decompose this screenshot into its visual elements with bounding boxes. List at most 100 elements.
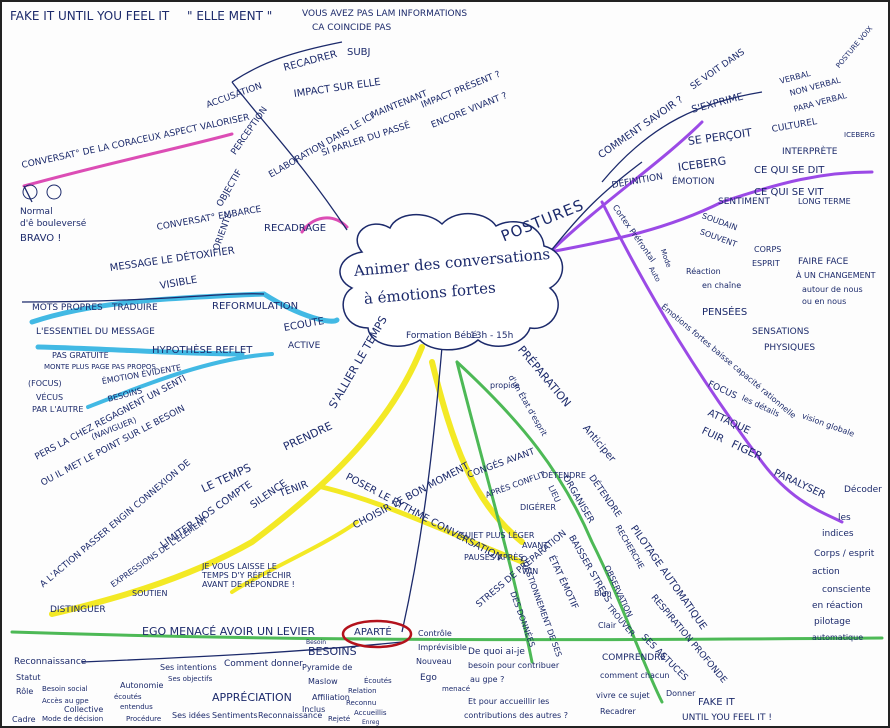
r-consciente: consciente: [822, 585, 871, 595]
r-iceberg-2: ICEBERG: [844, 131, 875, 139]
b-mode-decision: Mode de décision: [42, 715, 104, 723]
r-ce-qui-dit: CE QUI SE DIT: [754, 165, 825, 176]
tl-subj: SUBJ: [347, 47, 371, 58]
g-bien: Bien: [594, 589, 612, 598]
left-hypothese: HYPOTHÈSE REFLET: [152, 345, 253, 356]
g-controle: Contrôle: [418, 629, 452, 638]
r-indices: indices: [822, 529, 854, 539]
face-icon: [22, 184, 38, 200]
g-comprendre: COMPRENDRE: [602, 653, 667, 663]
r-pensees: PENSÉES: [702, 307, 748, 318]
g-comment-chacun: comment chacun: [600, 671, 670, 680]
header-quote: " ELLE MENT ": [187, 9, 273, 23]
left-monte: MONTE PLUS PAGE PAS PROPOS: [44, 363, 156, 371]
r-autour: autour de nous: [802, 285, 863, 294]
y-laisse-temps: JE VOUS LAISSE LE TEMPS D'Y RÉFLÉCHIR AV…: [202, 562, 295, 590]
r-sensations: SENSATIONS: [752, 327, 810, 337]
r-long-terme: LONG TERME: [798, 197, 851, 206]
cyan-highlight-3: [86, 352, 274, 409]
green-highlight-2: [455, 360, 534, 664]
g-contributions: contributions des autres ?: [464, 711, 569, 720]
left-vecus: VÉCUS: [36, 393, 64, 402]
b-besoins: BESOINS: [308, 645, 357, 658]
left-traduire: TRADUIRE: [112, 303, 158, 313]
center-formation: Formation Bébé: [406, 331, 478, 341]
y-soutien: SOUTIEN: [132, 589, 168, 598]
tl-recadrage: RECADRAGE: [264, 223, 327, 234]
header-arrow-text: VOUS AVEZ PAS LAM INFORMATIONS: [302, 9, 468, 19]
center-cloud: [339, 212, 564, 351]
b-accueillis: Accueillis: [354, 709, 387, 717]
b-reconnu: Reconnu: [346, 699, 377, 707]
r-reaction: Réaction: [686, 267, 721, 276]
g-until: UNTIL YOU FEEL IT !: [682, 713, 772, 723]
b-idees: Ses idées: [172, 711, 211, 720]
pink-highlight: [22, 132, 234, 188]
g-nouveau: Nouveau: [416, 657, 452, 666]
r-en-nous: ou en nous: [802, 297, 847, 306]
yellow-highlight-4: [230, 520, 359, 594]
g-imprevisible: Imprévisible: [418, 643, 467, 652]
r-en-reaction: en réaction: [812, 601, 863, 611]
g-vivre-sujet: vivre ce sujet: [596, 691, 650, 700]
r-emotion: ÉMOTION: [672, 177, 715, 187]
tl-bouleverse: d'ê bouleversé: [20, 219, 87, 229]
b-rejete: Rejeté: [328, 715, 351, 723]
left-mots-propres: MOTS PROPRES: [32, 303, 103, 313]
g-ego: Ego: [420, 673, 437, 683]
y-digerer: DIGÉRER: [520, 503, 556, 512]
y-pauses: PAUSES APRÈS: [464, 553, 524, 562]
b-besoin-social: Besoin social: [42, 685, 88, 693]
y-distinguer: DISTINGUER: [50, 605, 106, 615]
cyan-highlight-2: [35, 344, 245, 357]
g-besoin-contribuer: besoin pour contribuer: [468, 661, 560, 670]
header-motto: FAKE IT UNTIL YOU FEEL IT: [10, 9, 170, 23]
g-menace: menacé: [442, 685, 471, 693]
yellow-highlight-3: [319, 484, 525, 565]
r-physiques: PHYSIQUES: [764, 343, 816, 353]
b-acces-gpe: Accès au gpe: [42, 697, 89, 705]
purple-highlight: [548, 120, 704, 254]
g-au-gpe: au gpe ?: [470, 675, 505, 684]
g-et-pour: Et pour accueillir les: [468, 697, 550, 706]
r-sentiment: SENTIMENT: [718, 197, 770, 207]
left-reformulation: REFORMULATION: [212, 301, 299, 312]
b-collective: Collective: [64, 705, 104, 714]
b-reconnaissance: Reconnaissance: [14, 657, 87, 667]
b-affiliation: Affiliation: [312, 693, 350, 702]
r-action: action: [812, 567, 840, 577]
green-highlight-3: [10, 630, 884, 642]
tl-bravo: BRAVO !: [20, 233, 62, 244]
r-decoder: Décoder: [844, 485, 882, 495]
g-fake-it: FAKE IT: [698, 697, 735, 708]
b-comment-donner: Comment donner: [224, 659, 303, 669]
b-maslow: Maslow: [308, 677, 338, 686]
green-highlight: [455, 360, 664, 704]
cyan-highlight: [29, 291, 340, 325]
r-corps: CORPS: [754, 245, 782, 254]
b-cadre: Cadre: [12, 715, 36, 724]
center-time: 13h - 15h: [470, 331, 514, 341]
aparte-circle: [341, 619, 413, 649]
b-reconnaissance-2: Reconnaissance: [258, 711, 323, 720]
yellow-highlight: [49, 344, 425, 617]
b-entendus: entendus: [120, 703, 153, 711]
b-statut: Statut: [16, 673, 41, 682]
left-par-autre: PAR L'AUTRE: [32, 405, 84, 414]
b-aparte: APARTÉ: [354, 627, 392, 638]
purple-highlight-2: [548, 170, 874, 254]
left-focus: (FOCUS): [28, 379, 62, 388]
r-les: les: [838, 513, 851, 523]
g-propice: propice: [490, 381, 520, 390]
r-corps-esprit: Corps / esprit: [814, 549, 875, 559]
b-sentiments: Sentiments: [212, 711, 258, 720]
r-ce-qui-vit: CE QUI SE VIT: [754, 187, 824, 198]
left-active: ACTIVE: [288, 341, 321, 351]
b-objectifs: Ses objectifs: [168, 675, 213, 683]
b-pyramide: Pyramide de: [302, 663, 353, 672]
header-arrow-text-2: CA COINCIDE PAS: [312, 23, 392, 33]
y-avant: AVANT: [522, 541, 549, 550]
g-clair: Clair: [598, 621, 617, 630]
